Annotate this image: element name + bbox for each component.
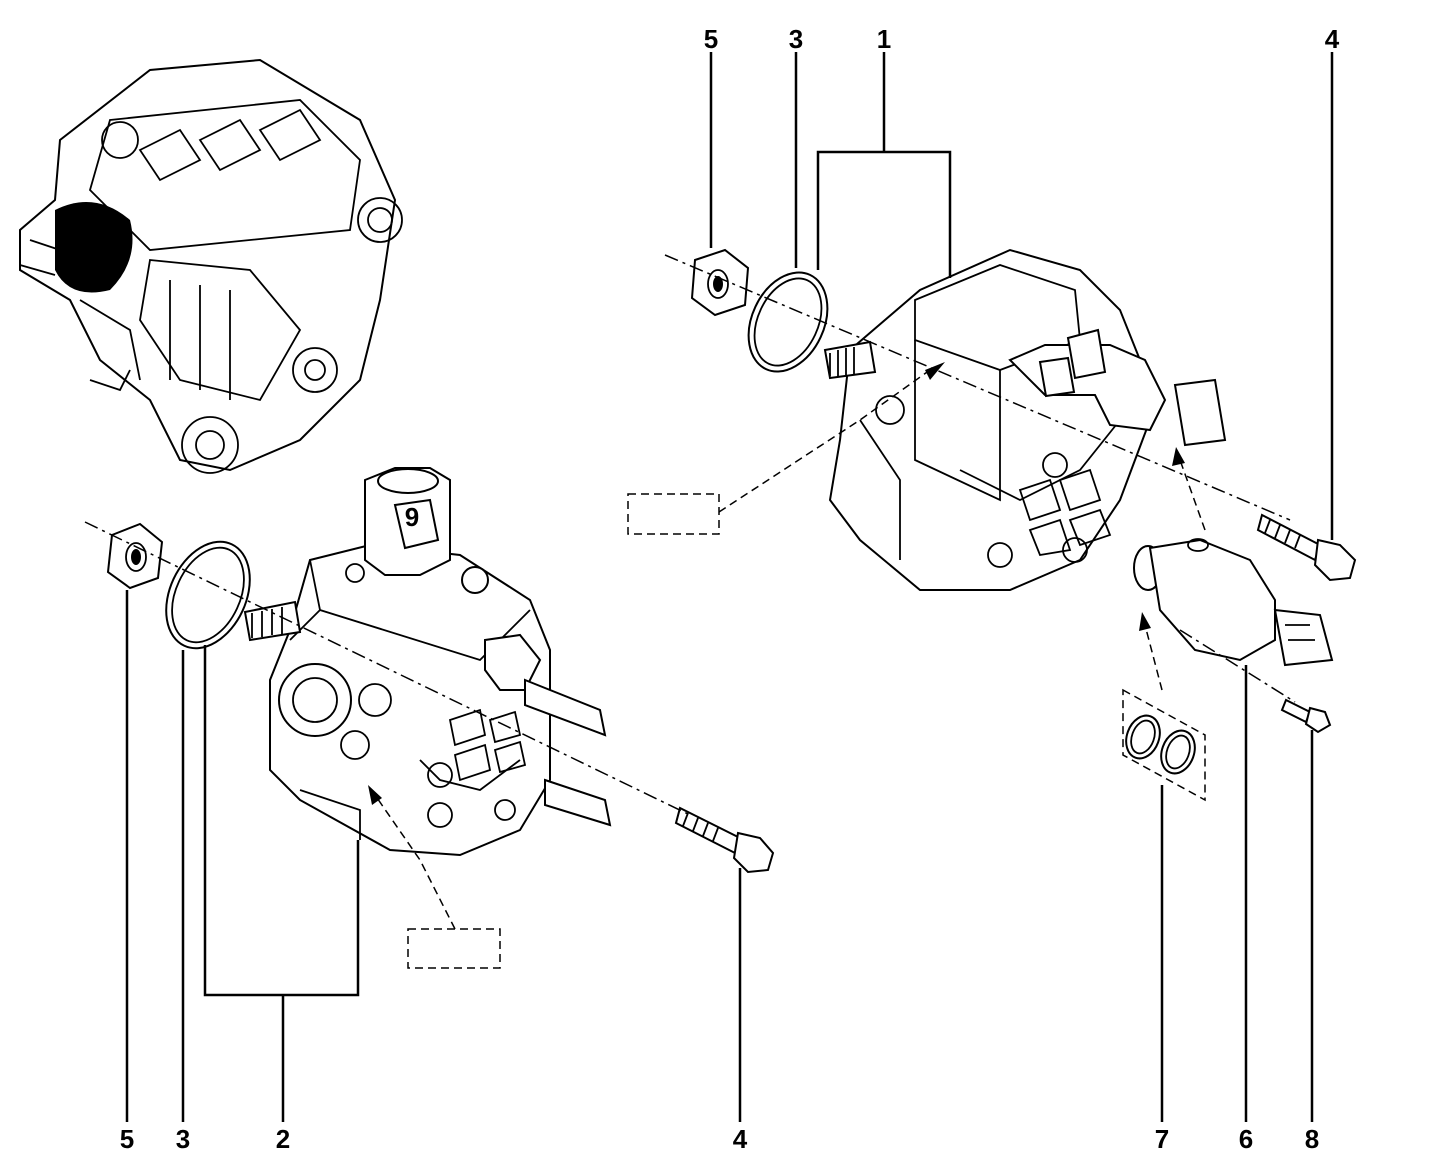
callout-3-top: 3	[789, 24, 803, 54]
reference-box-lower	[407, 928, 501, 969]
svg-text:9: 9	[405, 502, 419, 532]
callout-2-bottom: 2	[276, 1124, 290, 1154]
engine-block-icon	[19, 58, 403, 474]
nut-lower	[106, 522, 164, 590]
o-ring-upper	[747, 271, 829, 373]
callout-8-bottom: 8	[1305, 1124, 1319, 1154]
callout-3-bottom: 3	[176, 1124, 190, 1154]
callout-4-bottom: 4	[733, 1124, 748, 1154]
nut-upper	[690, 248, 750, 317]
o-ring-lower	[165, 540, 251, 650]
pressure-regulator-icon	[1133, 538, 1334, 667]
callout-5-top: 5	[704, 24, 718, 54]
seal-rings	[1122, 688, 1206, 802]
screw	[1280, 698, 1332, 734]
callout-1-top: 1	[877, 24, 891, 54]
callout-5-bottom: 5	[120, 1124, 134, 1154]
bolt-lower	[674, 806, 775, 874]
bolt-upper	[1256, 513, 1357, 582]
high-pressure-pump-lower: 9	[243, 467, 612, 857]
reference-box-upper	[627, 493, 720, 535]
callout-4-top: 4	[1325, 24, 1340, 54]
high-pressure-pump-upper	[823, 248, 1227, 591]
callout-7-bottom: 7	[1155, 1124, 1169, 1154]
callout-6-bottom: 6	[1239, 1124, 1253, 1154]
